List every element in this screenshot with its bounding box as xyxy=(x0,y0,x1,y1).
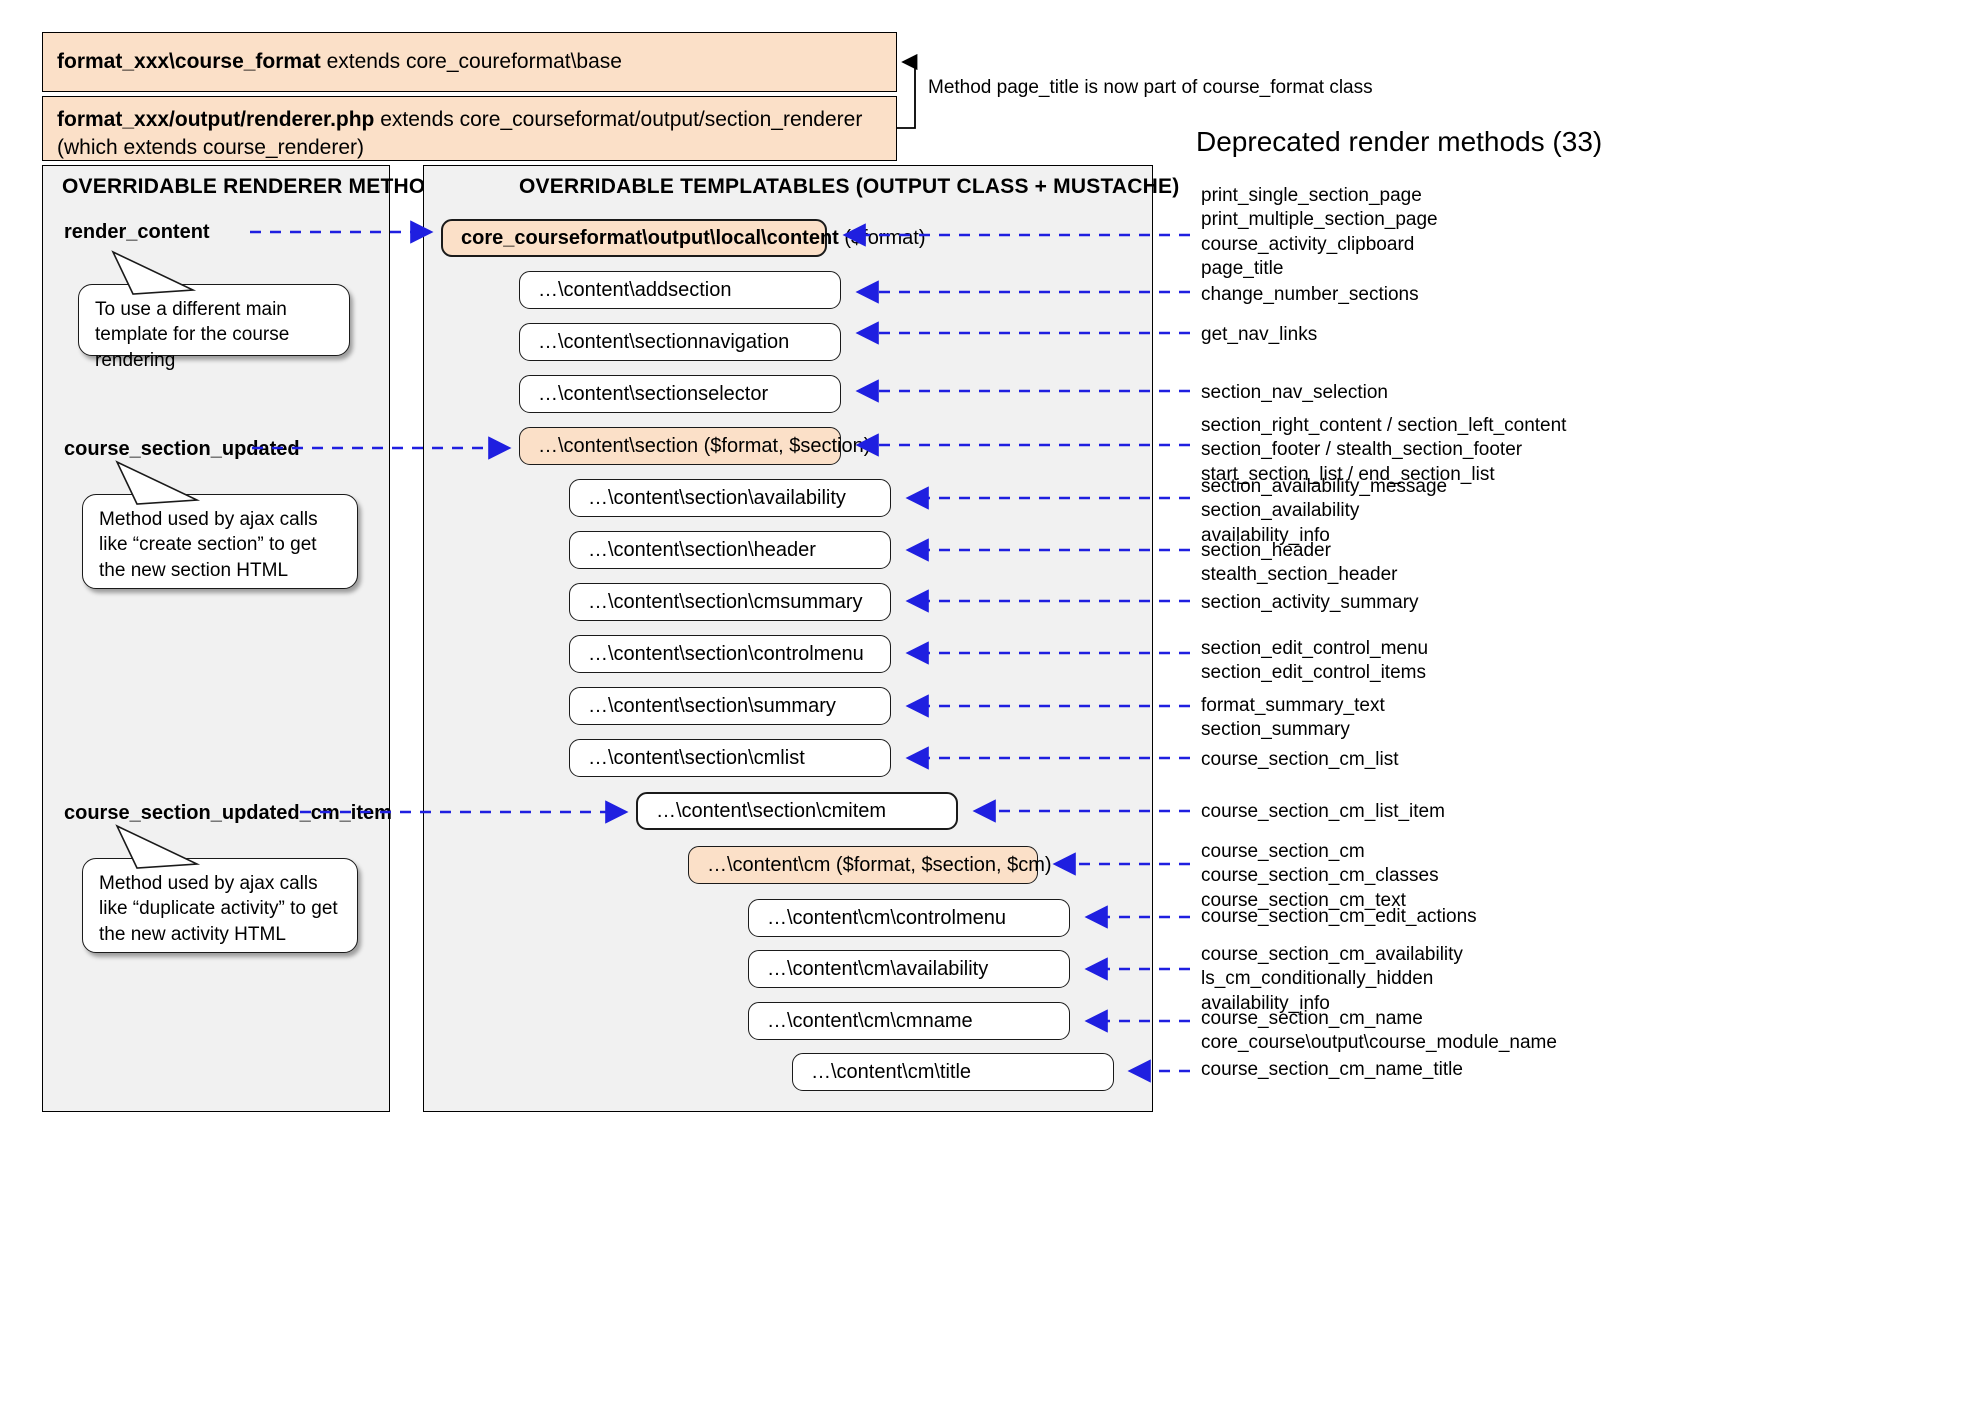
templatable-box-section-cmlist[interactable]: …\content\section\cmlist xyxy=(569,739,891,777)
deprecated-group-3: section_nav_selection xyxy=(1201,381,1388,405)
deprecated-line: course_section_cm xyxy=(1201,841,1365,862)
templatable-box-section[interactable]: …\content\section ($format, $section) xyxy=(519,427,870,465)
header-box-renderer: format_xxx/output/renderer.php extends c… xyxy=(42,96,897,161)
deprecated-line: stealth_section_header xyxy=(1201,564,1398,586)
deprecated-line: section_availability_message xyxy=(1201,476,1448,497)
deprecated-group-6: section_header stealth_section_header xyxy=(1201,539,1397,588)
deprecated-group-7: section_activity_summary xyxy=(1201,591,1419,615)
center-panel-title: OVERRIDABLE TEMPLATABLES (OUTPUT CLASS +… xyxy=(519,175,1180,198)
templatable-box-cm-cmname[interactable]: …\content\cm\cmname xyxy=(748,1002,1070,1040)
templatable-box-content-bold: core_courseformat\output\local\content xyxy=(461,226,839,249)
callout-course-section-updated: Method used by ajax calls like “create s… xyxy=(82,494,358,589)
templatable-box-content-rest: ($format) xyxy=(838,226,926,249)
deprecated-line: course_section_cm_text xyxy=(1201,889,1406,911)
deprecated-line: section_nav_selection xyxy=(1201,382,1388,403)
header-box-course-format-rest: extends core_coureformat\base xyxy=(320,49,622,73)
deprecated-line: ls_cm_conditionally_hidden xyxy=(1201,968,1434,990)
deprecated-group-5: section_availability_message section_ava… xyxy=(1201,475,1447,548)
templatable-box-section-cmitem[interactable]: …\content\section\cmitem xyxy=(636,792,958,830)
deprecated-group-2: get_nav_links xyxy=(1201,323,1317,347)
deprecated-group-14: course_section_cm_availability ls_cm_con… xyxy=(1201,943,1463,1016)
deprecated-line: print_multiple_section_page xyxy=(1201,209,1438,231)
deprecated-line: course_activity_clipboard xyxy=(1201,233,1415,255)
deprecated-line: page_title xyxy=(1201,257,1284,279)
deprecated-line: get_nav_links xyxy=(1201,324,1318,345)
templatable-box-section-cmsummary[interactable]: …\content\section\cmsummary xyxy=(569,583,891,621)
deprecated-line: course_section_cm_list xyxy=(1201,749,1399,770)
deprecated-group-16: course_section_cm_name_title xyxy=(1201,1058,1463,1082)
deprecated-line: course_section_cm_edit_actions xyxy=(1201,906,1477,927)
deprecated-group-13: course_section_cm_edit_actions xyxy=(1201,905,1477,929)
templatable-box-addsection[interactable]: …\content\addsection xyxy=(519,271,841,309)
header-box-course-format-bold: format_xxx\course_format xyxy=(57,49,321,73)
deprecated-methods-title: Deprecated render methods (33) xyxy=(1196,126,1603,157)
templatable-box-section-header[interactable]: …\content\section\header xyxy=(569,531,891,569)
deprecated-group-11: course_section_cm_list_item xyxy=(1201,800,1445,824)
header-box-renderer-text: format_xxx/output/renderer.php extends c… xyxy=(57,106,882,163)
templatable-box-cm-controlmenu[interactable]: …\content\cm\controlmenu xyxy=(748,899,1070,937)
callout-render-content: To use a different main template for the… xyxy=(78,284,350,371)
deprecated-line: section_footer / stealth_section_footer xyxy=(1201,439,1523,461)
callout-course-section-updated-cm-item: Method used by ajax calls like “duplicat… xyxy=(82,858,358,953)
deprecated-group-12: course_section_cm course_section_cm_clas… xyxy=(1201,840,1439,913)
templatable-box-cm[interactable]: …\content\cm ($format, $section, $cm) xyxy=(688,846,1052,884)
deprecated-line: core_course\output\course_module_name xyxy=(1201,1032,1557,1054)
deprecated-group-4: section_right_content / section_left_con… xyxy=(1201,414,1566,487)
templatable-box-content-text: core_courseformat\output\local\content (… xyxy=(461,227,926,250)
renderer-method-course-section-updated-cm-item[interactable]: course_section_updated_cm_item xyxy=(64,802,392,824)
templatable-box-sectionnavigation[interactable]: …\content\sectionnavigation xyxy=(519,323,841,361)
deprecated-line: section_edit_control_menu xyxy=(1201,638,1429,659)
templatable-box-section-controlmenu[interactable]: …\content\section\controlmenu xyxy=(569,635,891,673)
deprecated-group-1: change_number_sections xyxy=(1201,283,1419,307)
deprecated-line: print_single_section_page xyxy=(1201,185,1422,206)
templatable-box-sectionselector[interactable]: …\content\sectionselector xyxy=(519,375,841,413)
header-box-renderer-bold: format_xxx/output/renderer.php xyxy=(57,108,375,131)
deprecated-line: start_section_list / end_section_list xyxy=(1201,463,1495,485)
deprecated-group-0: print_single_section_page print_multiple… xyxy=(1201,184,1438,281)
deprecated-line: course_section_cm_classes xyxy=(1201,865,1439,887)
deprecated-line: format_summary_text xyxy=(1201,695,1385,716)
header-bracket-connector xyxy=(897,53,918,129)
deprecated-line: availability_info xyxy=(1201,992,1330,1014)
deprecated-line: availability_info xyxy=(1201,524,1330,546)
header-box-renderer-rest: extends core_courseformat/output/section… xyxy=(57,108,863,160)
templatable-box-content[interactable]: core_courseformat\output\local\content (… xyxy=(441,219,926,257)
deprecated-line: section_summary xyxy=(1201,719,1350,741)
templatable-box-cm-title[interactable]: …\content\cm\title xyxy=(792,1053,1114,1091)
deprecated-group-9: format_summary_text section_summary xyxy=(1201,694,1385,743)
left-panel-title: OVERRIDABLE RENDERER METHODS xyxy=(62,175,455,198)
deprecated-line: section_activity_summary xyxy=(1201,592,1419,613)
deprecated-group-8: section_edit_control_menu section_edit_c… xyxy=(1201,637,1428,686)
deprecated-line: course_section_cm_name xyxy=(1201,1008,1423,1029)
deprecated-line: course_section_cm_name_title xyxy=(1201,1059,1463,1080)
renderer-method-render-content[interactable]: render_content xyxy=(64,221,210,243)
deprecated-line: course_section_cm_availability xyxy=(1201,944,1463,965)
header-box-course-format-text: format_xxx\course_format extends core_co… xyxy=(57,48,622,76)
header-side-note: Method page_title is now part of course_… xyxy=(928,77,1373,98)
templatable-box-section-availability[interactable]: …\content\section\availability xyxy=(569,479,891,517)
deprecated-line: section_header xyxy=(1201,540,1331,561)
templatable-box-cm-availability[interactable]: …\content\cm\availability xyxy=(748,950,1070,988)
deprecated-group-10: course_section_cm_list xyxy=(1201,748,1398,772)
deprecated-line: course_section_cm_list_item xyxy=(1201,801,1445,822)
deprecated-group-15: course_section_cm_name core_course\outpu… xyxy=(1201,1007,1557,1056)
header-box-course-format: format_xxx\course_format extends core_co… xyxy=(42,32,897,92)
templatable-box-section-summary[interactable]: …\content\section\summary xyxy=(569,687,891,725)
deprecated-line: section_right_content / section_left_con… xyxy=(1201,415,1567,436)
deprecated-line: section_edit_control_items xyxy=(1201,662,1426,684)
deprecated-line: section_availability xyxy=(1201,500,1360,522)
deprecated-line: change_number_sections xyxy=(1201,284,1419,305)
renderer-method-course-section-updated[interactable]: course_section_updated xyxy=(64,438,300,460)
